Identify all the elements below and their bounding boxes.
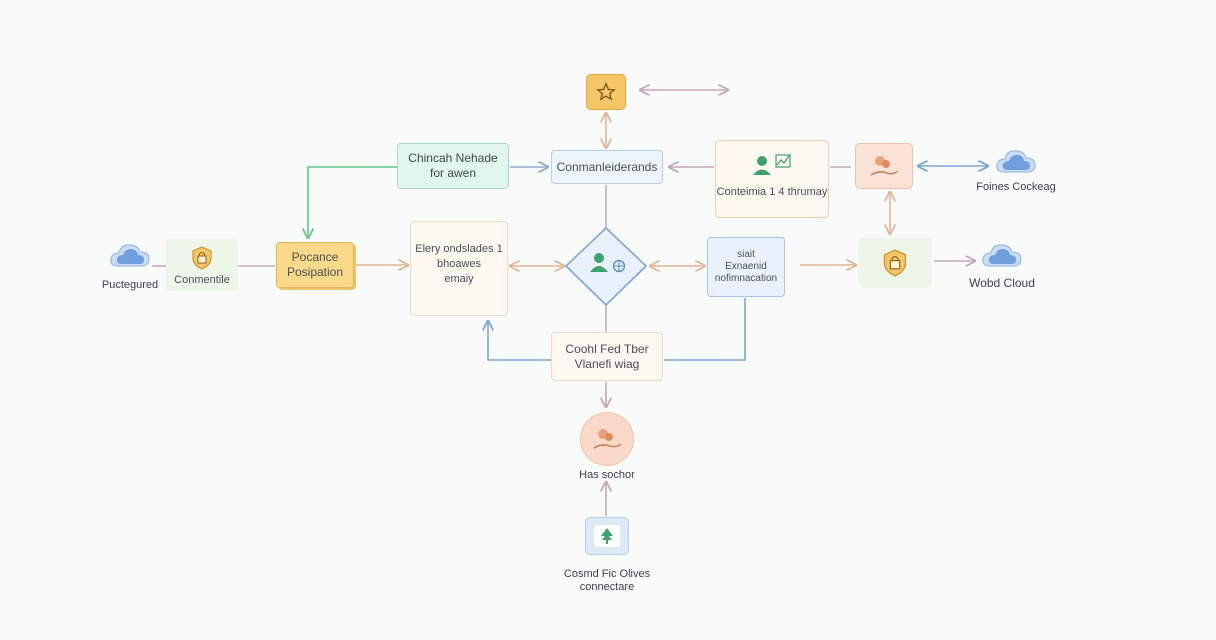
tree-doc-label: Cosmd Fic Olives connectare <box>556 568 658 594</box>
center-top-label: Conmanleiderands <box>556 159 658 174</box>
decision-diamond[interactable] <box>564 226 648 307</box>
text-box-line3: emaiy <box>444 273 474 285</box>
cloud-icon <box>996 150 1036 173</box>
position-node[interactable]: Pocance Posipation <box>276 242 354 288</box>
text-box-node[interactable]: Elery ondslades 1 bhoawes emaiy <box>410 221 508 316</box>
bottom-box-line1: Coohl Fed Tber <box>565 341 649 356</box>
info-box-line1: siait <box>737 249 755 260</box>
user-globe-icon <box>590 253 626 273</box>
hand-coins-node-top[interactable] <box>855 143 913 189</box>
shield-lock-icon <box>192 246 212 270</box>
tree-doc-label-line1: Cosmd Fic Olives <box>563 568 651 580</box>
cloud-right-top-label: Foines Cockeag <box>976 181 1056 193</box>
shield-lock-icon <box>883 249 907 277</box>
hand-coins-icon <box>593 429 622 449</box>
edge-info-bottom <box>664 298 746 361</box>
bottom-box-line2: Vlanefi wiag <box>574 356 640 371</box>
user-card-node[interactable]: Conteimia 1 4 thrumay <box>715 140 829 218</box>
info-box-line3: nofimnacation <box>714 273 778 284</box>
channel-label-line1: Chincah Nehade <box>408 151 498 165</box>
cloud-right-label: Wobd Cloud <box>969 276 1035 290</box>
user-card-label: Conteimia 1 4 thrumay <box>716 186 828 198</box>
info-box-line2: Exnaenid <box>725 261 767 272</box>
hand-coins-icon <box>870 156 899 176</box>
info-box-node[interactable]: siait Exnaenid nofimnacation <box>707 237 785 297</box>
center-top-node[interactable]: Conmanleiderands <box>551 150 663 184</box>
bottom-box-node[interactable]: Coohl Fed Tber Vlanefi wiag <box>551 332 663 381</box>
channel-label-line2: for awen <box>429 166 477 180</box>
tree-document-icon <box>601 528 613 544</box>
edge-channel-position <box>308 166 397 238</box>
tree-doc-label-line2: connectare <box>579 581 635 593</box>
hand-coins-node-bottom[interactable] <box>580 412 634 466</box>
lock-left-label: Conmentile <box>174 274 230 286</box>
position-label-line1: Pocance <box>291 250 339 264</box>
channel-node[interactable]: Chincah Nehade for awen <box>397 143 509 189</box>
cloud-icon <box>110 244 150 267</box>
hand-bottom-label: Has sochor <box>579 469 635 481</box>
edge-bottom-textbox <box>488 321 551 361</box>
text-box-line2: bhoawes <box>436 258 482 270</box>
lock-right-node[interactable] <box>858 238 932 288</box>
tree-document-node[interactable] <box>585 517 629 555</box>
lock-left-node[interactable]: Conmentile <box>166 239 238 291</box>
star-node[interactable] <box>586 74 626 110</box>
cloud-left-label: Puctegured <box>101 279 159 291</box>
cloud-icon <box>982 244 1022 267</box>
text-box-line1: Elery ondslades 1 <box>415 243 503 255</box>
star-icon <box>595 81 617 101</box>
position-label-line2: Posipation <box>286 265 344 279</box>
user-chart-icon <box>753 154 791 175</box>
